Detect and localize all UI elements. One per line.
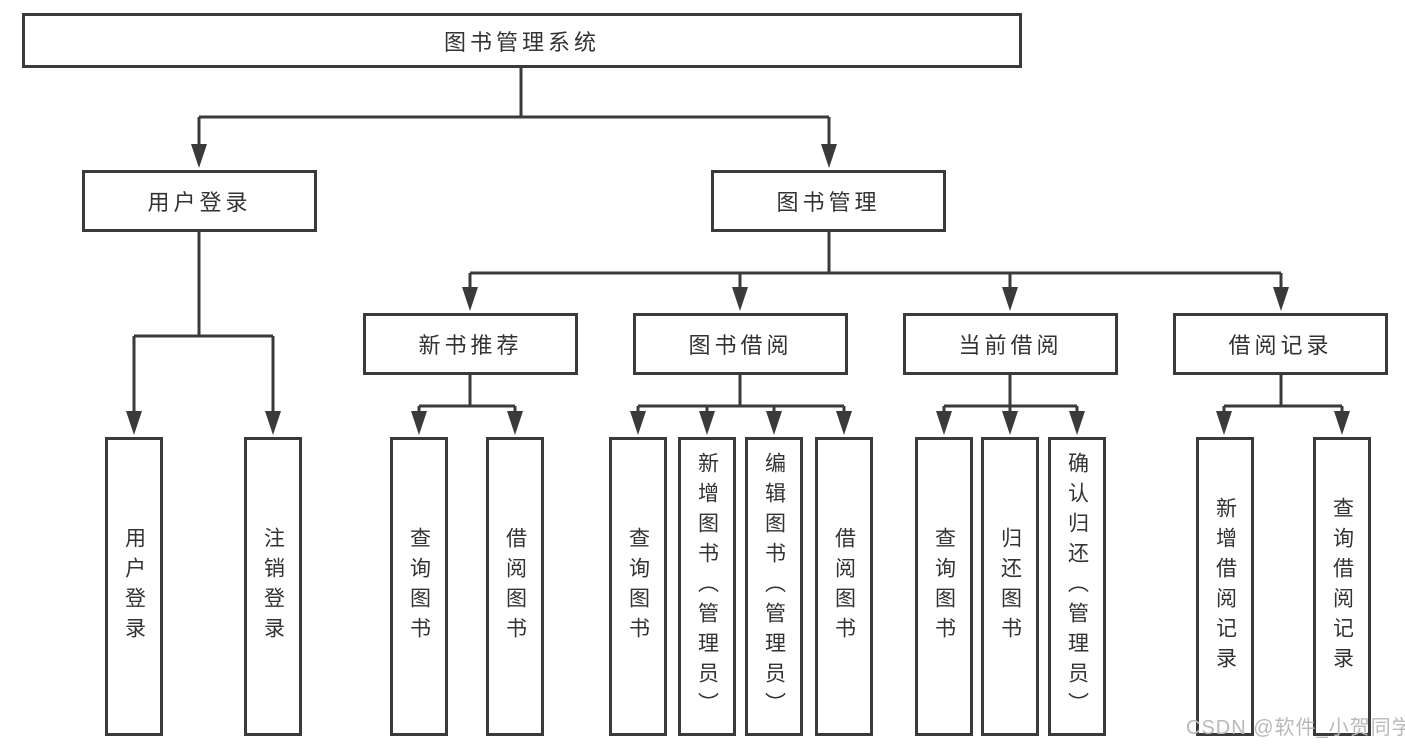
leaf-return-books-label: 归还图书 [998,526,1022,647]
leaf-borrow-books: 借阅图书 [815,437,873,736]
node-book-management: 图书管理 [711,170,946,232]
leaf-confirm-return-admin-label: 确认归还（管理员） [1065,451,1089,722]
leaf-query-books-current: 查询图书 [915,437,973,736]
node-user-login-label: 用户登录 [147,190,252,215]
leaf-query-books-recommend: 查询图书 [390,437,448,736]
leaf-edit-books-admin-label: 编辑图书（管理员） [762,451,786,722]
leaf-query-borrow-record: 查询借阅记录 [1313,437,1371,736]
leaf-borrow-books-recommend: 借阅图书 [486,437,544,736]
leaf-add-books-admin: 新增图书（管理员） [678,437,736,736]
node-current-borrow-label: 当前借阅 [958,333,1063,358]
node-current-borrow: 当前借阅 [903,313,1118,375]
node-new-book-recommend: 新书推荐 [363,313,578,375]
leaf-query-books-current-label: 查询图书 [932,526,956,647]
node-book-borrow-label: 图书借阅 [688,333,793,358]
leaf-edit-books-admin: 编辑图书（管理员） [745,437,803,736]
node-borrow-records-label: 借阅记录 [1228,333,1333,358]
leaf-query-books-borrow-label: 查询图书 [626,526,650,647]
leaf-user-login-label: 用户登录 [122,526,146,647]
leaf-borrow-books-label: 借阅图书 [832,526,856,647]
leaf-user-login: 用户登录 [105,437,163,736]
node-borrow-records: 借阅记录 [1173,313,1388,375]
node-root-label: 图书管理系统 [443,29,600,55]
leaf-return-books: 归还图书 [981,437,1039,736]
csdn-watermark: CSDN @软件_小贺同学 [1186,717,1405,739]
leaf-add-borrow-record-label: 新增借阅记录 [1213,496,1237,677]
leaf-borrow-books-recommend-label: 借阅图书 [503,526,527,647]
connector-paths [132,68,1344,419]
node-user-login: 用户登录 [82,170,317,232]
node-book-borrow: 图书借阅 [633,313,848,375]
leaf-query-books-recommend-label: 查询图书 [407,526,431,647]
leaf-query-borrow-record-label: 查询借阅记录 [1330,496,1354,677]
leaf-logout-label: 注销登录 [261,526,285,647]
node-new-book-recommend-label: 新书推荐 [418,333,523,358]
leaf-query-books-borrow: 查询图书 [609,437,667,736]
leaf-confirm-return-admin: 确认归还（管理员） [1048,437,1106,736]
arrowheads [126,144,1350,435]
node-book-management-label: 图书管理 [776,190,881,215]
leaf-add-borrow-record: 新增借阅记录 [1196,437,1254,736]
leaf-add-books-admin-label: 新增图书（管理员） [695,451,719,722]
leaf-logout: 注销登录 [244,437,302,736]
node-root: 图书管理系统 [22,13,1022,68]
